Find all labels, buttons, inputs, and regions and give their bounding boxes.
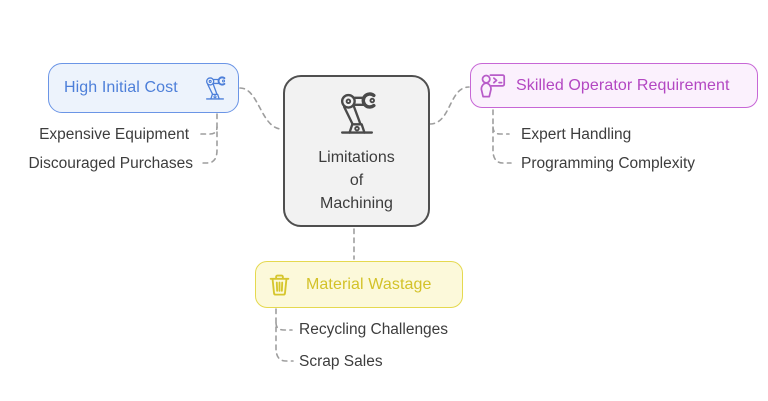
child-label-discouraged-purchases: Discouraged Purchases — [28, 155, 193, 172]
branch-node-high-initial-cost: High Initial Cost — [48, 63, 239, 113]
trash-icon — [266, 271, 293, 298]
child-label-recycling-challenges: Recycling Challenges — [299, 321, 449, 338]
branch-node-material-wastage: Material Wastage — [255, 261, 463, 308]
robot-arm-icon — [201, 74, 229, 102]
center-label-line-1: Limitations — [318, 149, 395, 166]
branch-label: High Initial Cost — [64, 79, 178, 96]
center-node-label: Limitations of Machining — [318, 146, 394, 215]
center-label-line-2: of — [349, 172, 364, 189]
branch-label: Skilled Operator Requirement — [516, 76, 730, 94]
child-label-expensive-equipment: Expensive Equipment — [39, 126, 189, 143]
child-label-scrap-sales: Scrap Sales — [299, 353, 383, 370]
operator-training-icon — [479, 71, 507, 101]
child-label-expert-handling: Expert Handling — [521, 126, 632, 143]
child-label-programming-complexity: Programming Complexity — [521, 155, 695, 172]
robot-arm-icon — [332, 88, 382, 138]
center-node-limitations-of-machining: Limitations of Machining — [283, 75, 430, 227]
branch-node-skilled-operator-requirement: Skilled Operator Requirement — [470, 63, 758, 108]
center-label-line-3: Machining — [320, 195, 393, 212]
branch-label: Material Wastage — [306, 275, 432, 293]
